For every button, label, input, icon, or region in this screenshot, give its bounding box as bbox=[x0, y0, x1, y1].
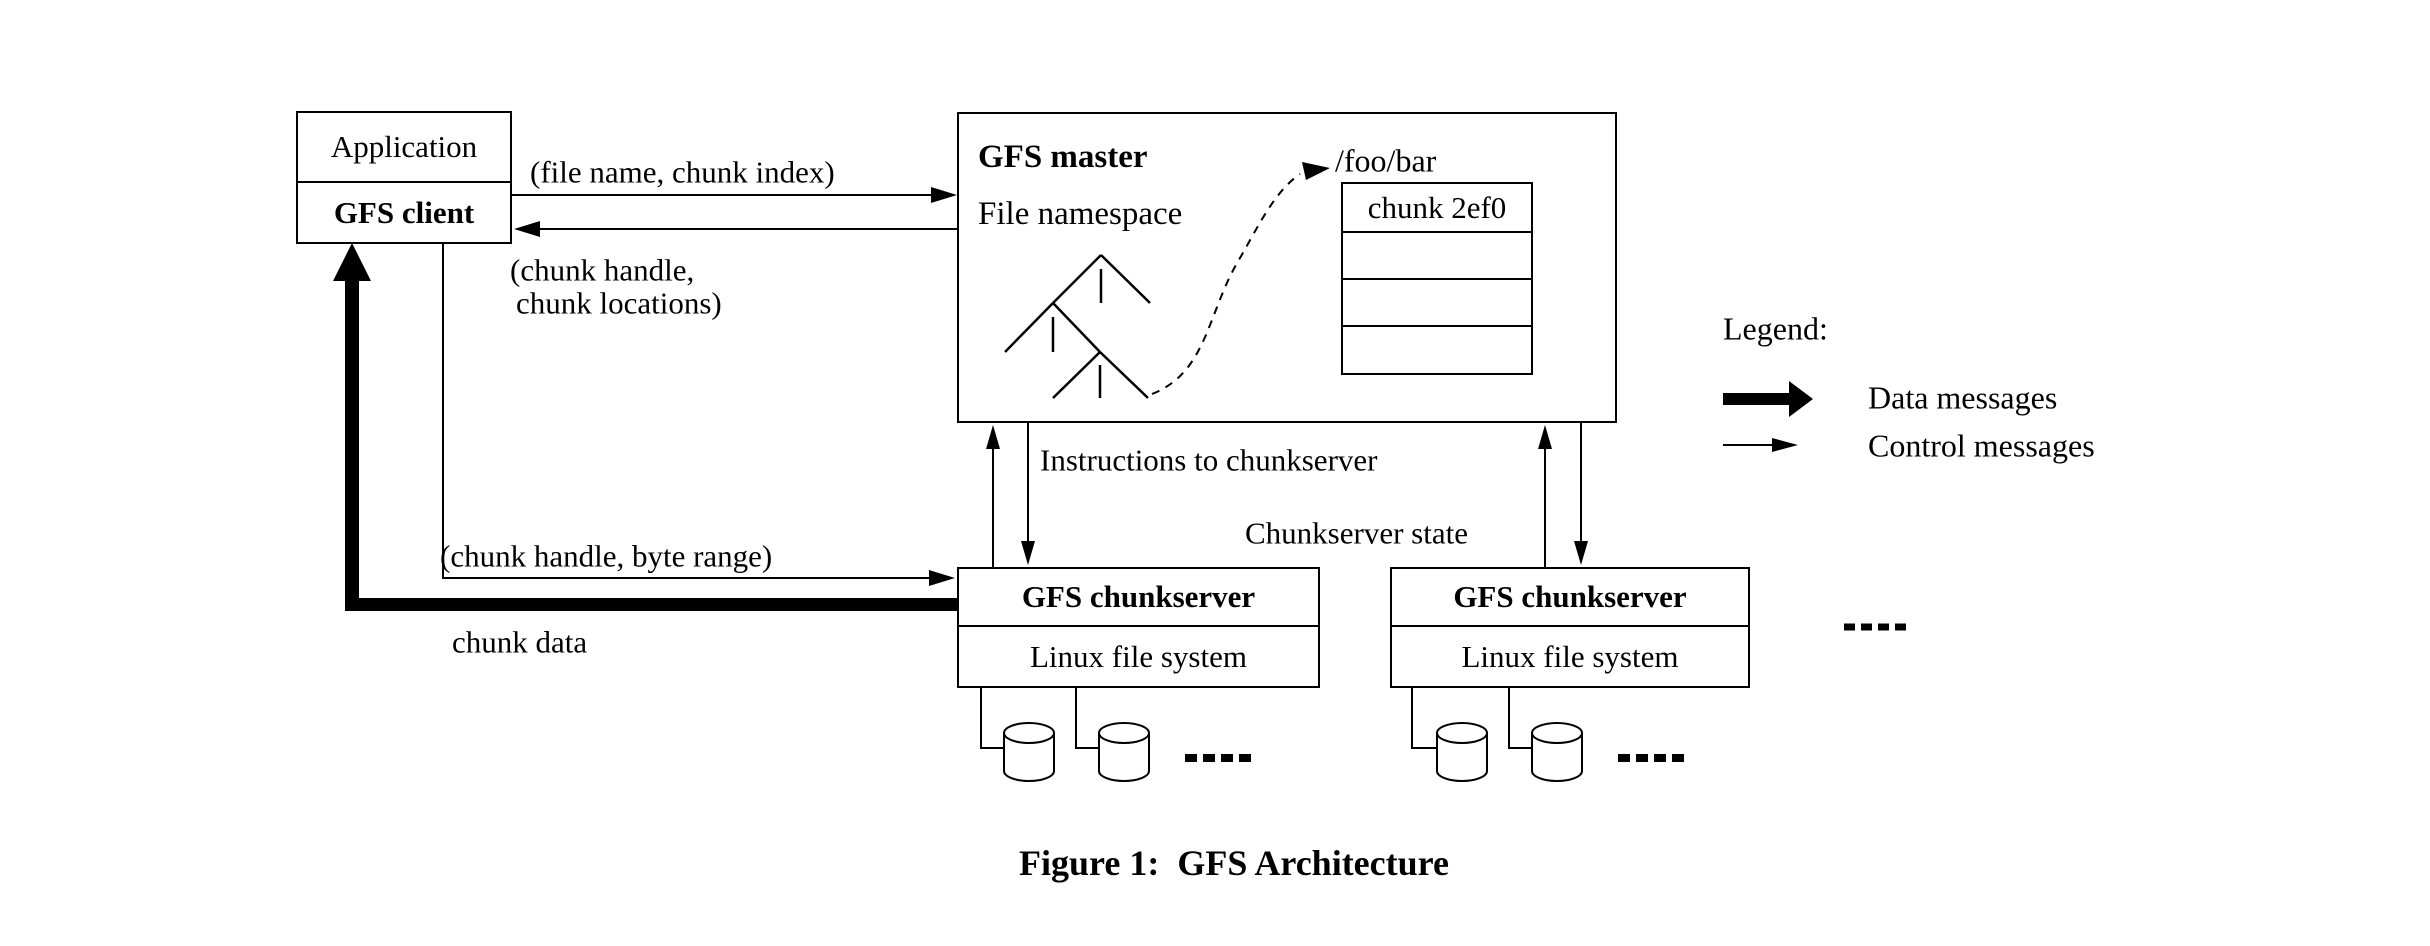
chunk-handle-locations-label-line2: chunk locations) bbox=[516, 285, 722, 321]
chunkserver-2-fs-row: Linux file system bbox=[1392, 627, 1748, 686]
chunk-table-header-row: chunk 2ef0 bbox=[1343, 184, 1531, 231]
disk-cylinder bbox=[1003, 722, 1055, 782]
chunkserver-2-box: GFS chunkserver Linux file system bbox=[1390, 567, 1750, 688]
chunk-table-empty-row bbox=[1343, 278, 1531, 325]
chunkserver-state-label: Chunkserver state bbox=[1245, 515, 1468, 551]
file-namespace-label: File namespace bbox=[978, 196, 1183, 233]
chunkserver-1-fs-label: Linux file system bbox=[1030, 638, 1247, 674]
legend-title: Legend: bbox=[1723, 310, 1828, 347]
master-to-chunkserver2-arrow bbox=[1574, 423, 1588, 565]
control-messages-arrow-sample bbox=[1723, 438, 1798, 452]
chunk-id-label: chunk 2ef0 bbox=[1367, 189, 1507, 225]
master-to-client-arrow bbox=[514, 221, 957, 237]
chunk-data-label: chunk data bbox=[452, 624, 588, 660]
chunkserver2-to-master-arrow bbox=[1538, 425, 1552, 567]
chunkserver-2-fs-label: Linux file system bbox=[1461, 638, 1679, 674]
chunkserver-1-disks bbox=[980, 687, 1252, 782]
gfs-client-label: GFS client bbox=[333, 194, 475, 230]
gfs-master-title: GFS master bbox=[978, 139, 1148, 176]
client-stack-box: Application GFS client bbox=[296, 111, 512, 244]
application-box: Application bbox=[298, 113, 510, 183]
client-to-master-arrow bbox=[512, 187, 957, 203]
data-messages-arrow-sample bbox=[1723, 381, 1813, 417]
disk-cylinder bbox=[1531, 722, 1583, 782]
gfs-client-box: GFS client bbox=[298, 183, 510, 242]
chunkserver-2-title-row: GFS chunkserver bbox=[1392, 569, 1748, 627]
instructions-to-chunkserver-label: Instructions to chunkserver bbox=[1040, 442, 1378, 478]
disk-cylinder bbox=[1098, 722, 1150, 782]
chunk-handle-byte-range-label: (chunk handle, byte range) bbox=[440, 538, 773, 574]
file-name-chunk-index-label: (file name, chunk index) bbox=[530, 154, 835, 190]
chunkserver-1-fs-row: Linux file system bbox=[959, 627, 1318, 686]
application-label: Application bbox=[330, 129, 478, 164]
legend-control-messages-label: Control messages bbox=[1868, 427, 2095, 464]
chunk-table: chunk 2ef0 bbox=[1341, 182, 1533, 375]
master-to-chunkserver1-arrow bbox=[1021, 423, 1035, 565]
chunkserver-1-title: GFS chunkserver bbox=[1021, 579, 1256, 614]
chunk-table-empty-row bbox=[1343, 325, 1531, 372]
chunkserver-1-box: GFS chunkserver Linux file system bbox=[957, 567, 1320, 688]
chunkserver-2-title: GFS chunkserver bbox=[1453, 579, 1687, 614]
chunk-handle-locations-label-line1: (chunk handle, bbox=[510, 252, 695, 288]
disk-cylinder bbox=[1436, 722, 1488, 782]
figure-caption: Figure 1: GFS Architecture bbox=[1019, 843, 1449, 883]
chunkserver-1-title-row: GFS chunkserver bbox=[959, 569, 1318, 627]
chunk-table-empty-row bbox=[1343, 231, 1531, 278]
chunkserver1-to-master-arrow bbox=[986, 425, 1000, 567]
legend-data-messages-label: Data messages bbox=[1868, 379, 2058, 416]
file-path-label: /foo/bar bbox=[1335, 142, 1437, 179]
chunkserver-2-disks bbox=[1411, 687, 1685, 782]
